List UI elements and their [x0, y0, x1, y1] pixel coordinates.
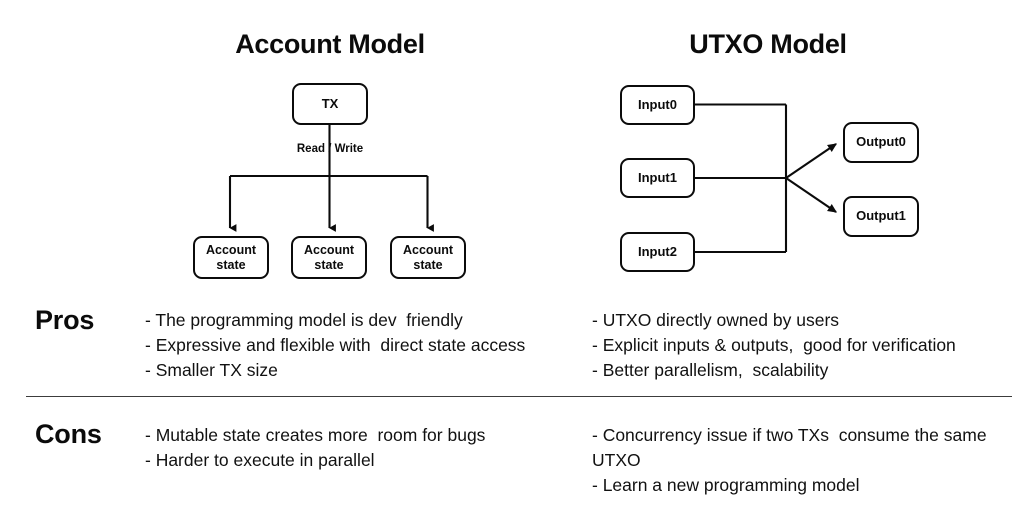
node-input-1-label: Input1 — [638, 169, 677, 185]
list-item: - Expressive and flexible with direct st… — [145, 334, 526, 355]
list-item: - The programming model is dev friendly — [145, 310, 463, 330]
edge-bus-to-output0 — [785, 143, 837, 179]
section-divider — [26, 396, 1012, 397]
node-tx[interactable]: TX — [292, 83, 368, 125]
node-tx-label: TX — [321, 95, 339, 111]
node-input-2[interactable]: Input2 — [620, 232, 695, 272]
node-account-state-0[interactable]: Account state — [193, 236, 269, 279]
list-item: - Better parallelism, scalability — [592, 359, 829, 380]
node-input-2-label: Input2 — [638, 243, 677, 259]
node-account-state-1-label: Account state — [304, 243, 354, 272]
list-item: - Harder to execute in parallel — [145, 449, 375, 470]
node-output-0-label: Output0 — [856, 134, 906, 150]
node-account-state-2[interactable]: Account state — [390, 236, 466, 279]
cons-account-list: - Mutable state creates more room for bu… — [145, 423, 575, 473]
node-output-1[interactable]: Output1 — [843, 196, 919, 237]
cons-utxo-list: - Concurrency issue if two TXs consume t… — [592, 423, 1004, 498]
pros-account-list: - The programming model is dev friendly … — [145, 308, 575, 383]
list-item: - Smaller TX size — [145, 359, 278, 380]
list-item: - Learn a new programming model — [592, 474, 860, 495]
edge-label-read-write: Read / Write — [296, 143, 364, 155]
node-output-0[interactable]: Output0 — [843, 122, 919, 163]
section-label-pros: Pros — [35, 305, 95, 335]
page-title-account-model: Account Model — [235, 29, 425, 59]
list-item: - UTXO directly owned by users — [592, 310, 840, 330]
pros-utxo-list: - UTXO directly owned by users - Explici… — [592, 308, 1012, 383]
node-input-0[interactable]: Input0 — [620, 85, 695, 125]
list-item: - Concurrency issue if two TXs consume t… — [592, 425, 992, 470]
page-title-utxo-model: UTXO Model — [689, 29, 847, 59]
node-account-state-1[interactable]: Account state — [291, 236, 367, 279]
edge-bus-to-output1 — [785, 177, 837, 213]
node-output-1-label: Output1 — [856, 208, 906, 224]
node-account-state-2-label: Account state — [403, 243, 453, 272]
list-item: - Explicit inputs & outputs, good for ve… — [592, 334, 956, 355]
section-label-cons: Cons — [35, 419, 102, 449]
node-input-1[interactable]: Input1 — [620, 158, 695, 198]
node-account-state-0-label: Account state — [206, 243, 256, 272]
list-item: - Mutable state creates more room for bu… — [145, 425, 486, 445]
node-input-0-label: Input0 — [638, 96, 677, 112]
